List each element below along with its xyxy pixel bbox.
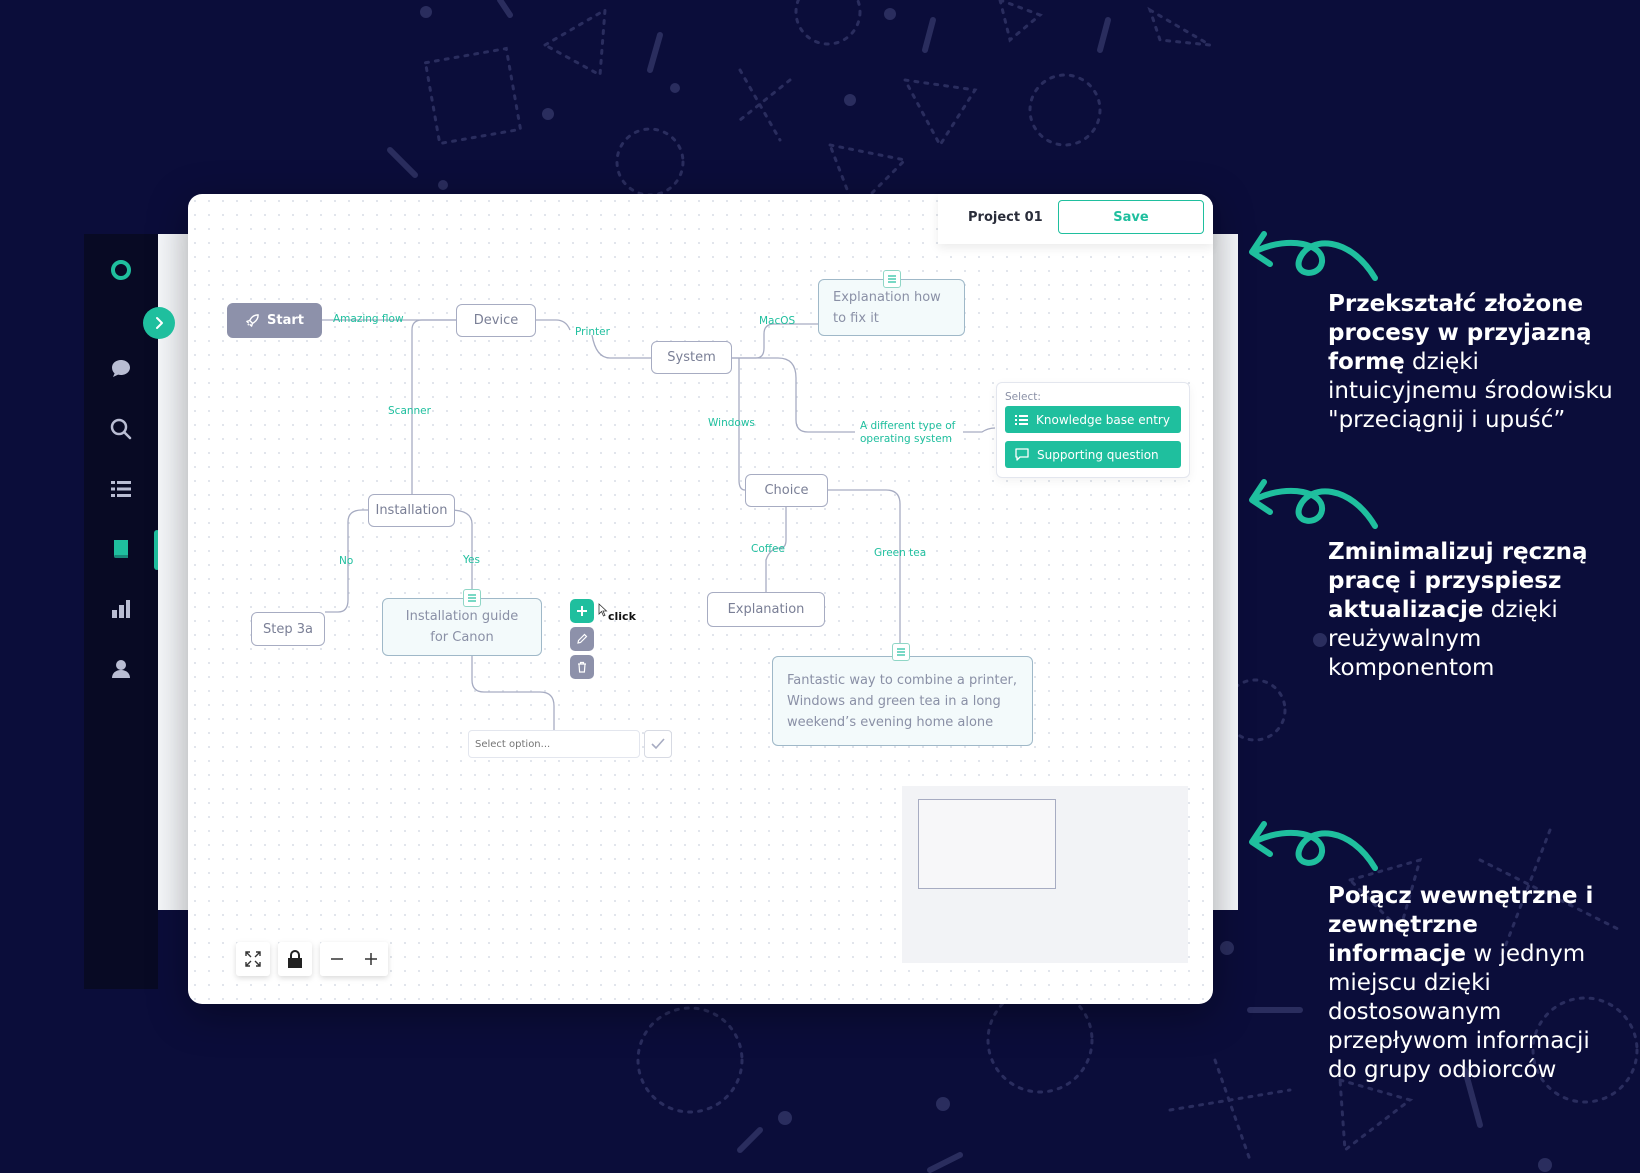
explanation-node[interactable]: Explanation [707, 592, 825, 627]
installation-guide-node[interactable]: Installation guide for Canon [382, 598, 542, 656]
device-node[interactable]: Device [456, 304, 536, 337]
minus-icon [331, 958, 343, 960]
step-3a-node[interactable]: Step 3a [251, 612, 325, 646]
trash-icon [578, 661, 586, 673]
edge-label: No [339, 555, 354, 567]
promo-rest: w jednym miejscu dzięki dostosowanym prz… [1328, 941, 1590, 1083]
active-indicator [154, 530, 160, 570]
lock-icon [288, 950, 302, 968]
project-title: Project 01 [968, 210, 1043, 225]
editor-topbar: Project 01 Save [938, 194, 1213, 244]
select-option-input[interactable] [468, 730, 640, 758]
zoom-out-button[interactable] [320, 942, 354, 976]
plus-icon [365, 953, 377, 965]
click-hint: click [608, 610, 636, 623]
option-label: Supporting question [1037, 447, 1159, 462]
edit-node-button[interactable] [570, 627, 594, 651]
promo-rest: dzięki intuicyjnemu środowisku "przeciąg… [1328, 349, 1613, 433]
list-icon [1015, 414, 1028, 425]
promo-bold: Połącz wewnętrzne i zewnętrzne informacj… [1328, 883, 1594, 967]
confirm-option-button[interactable] [644, 730, 672, 758]
minimap-viewport[interactable] [918, 799, 1056, 889]
cursor-icon [598, 603, 608, 617]
installation-node[interactable]: Installation [368, 494, 455, 527]
edge-label: Printer [575, 326, 610, 338]
option-label: Knowledge base entry [1036, 412, 1170, 427]
choice-node[interactable]: Choice [745, 474, 828, 507]
curved-arrow-icon [1249, 821, 1378, 871]
bar-chart-icon[interactable] [106, 594, 136, 624]
sidebar [84, 234, 160, 989]
promo-text-1: Przekształć złożone procesy w przyjazną … [1328, 290, 1618, 435]
promo-text-2: Zminimalizuj ręczną pracę i przyspiesz a… [1328, 538, 1618, 683]
edge-label: Yes [463, 554, 480, 566]
supporting-question-option[interactable]: Supporting question [1005, 441, 1181, 468]
chat-bubble-icon[interactable] [106, 354, 136, 384]
canvas-controls [236, 942, 388, 976]
start-node[interactable]: Start [227, 303, 322, 338]
edge-label: A different type of operating system [860, 420, 956, 445]
note-icon [892, 643, 910, 661]
chat-bubble-icon [1015, 448, 1029, 461]
curved-arrow-icon [1249, 231, 1378, 281]
book-icon[interactable] [106, 534, 136, 564]
rocket-icon [246, 314, 259, 327]
expand-icon [245, 951, 261, 967]
select-title: Select: [1005, 391, 1041, 403]
expand-sidebar-button[interactable] [143, 307, 175, 339]
fantastic-node[interactable]: Fantastic way to combine a printer, Wind… [772, 656, 1033, 746]
plus-icon [577, 606, 587, 616]
list-icon[interactable] [106, 474, 136, 504]
user-icon[interactable] [106, 654, 136, 684]
start-node-label: Start [267, 313, 304, 328]
note-icon [463, 589, 481, 607]
fullscreen-button[interactable] [236, 942, 270, 976]
note-icon [883, 270, 901, 288]
zoom-in-button[interactable] [354, 942, 388, 976]
explanation-fix-node[interactable]: Explanation how to fix it [818, 279, 965, 336]
chevron-right-icon [156, 317, 163, 329]
check-icon [651, 738, 665, 750]
system-node[interactable]: System [651, 341, 732, 374]
lock-button[interactable] [278, 942, 312, 976]
ring-logo-icon[interactable] [106, 255, 136, 285]
delete-node-button[interactable] [570, 655, 594, 679]
edge-label: Amazing flow [333, 313, 404, 325]
knowledge-base-entry-option[interactable]: Knowledge base entry [1005, 406, 1181, 433]
promo-bold: Przekształć złożone procesy w przyjazną … [1328, 291, 1592, 375]
promo-text-3: Połącz wewnętrzne i zewnętrzne informacj… [1328, 882, 1618, 1085]
select-node-type-panel: Select: Knowledge base entry Supporting … [996, 382, 1190, 478]
edge-label: Green tea [874, 547, 927, 559]
search-icon[interactable] [106, 414, 136, 444]
save-button[interactable]: Save [1058, 200, 1204, 234]
add-node-button[interactable] [570, 599, 594, 623]
curved-arrow-icon [1249, 479, 1378, 529]
edge-label: Coffee [751, 543, 785, 555]
edge-label: MacOS [759, 315, 796, 327]
promo-bold: Zminimalizuj ręczną pracę i przyspiesz a… [1328, 539, 1588, 623]
edge-label: Scanner [388, 405, 431, 417]
edge-label: Windows [708, 417, 755, 429]
promo-rest: dzięki reużywalnym komponentom [1328, 597, 1558, 681]
minimap[interactable] [902, 786, 1188, 963]
pencil-icon [577, 633, 588, 644]
